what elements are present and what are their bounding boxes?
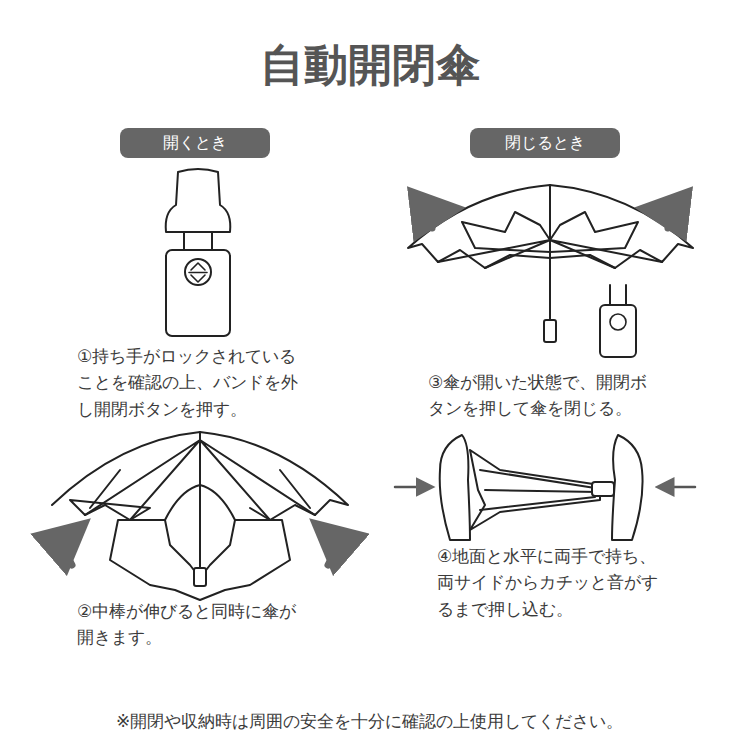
step-text: ②中棒が伸びると同時に傘が開きます。: [77, 598, 301, 651]
step-text: ④地面と水平に両手で持ち、両サイドからカチッと音がするまで押し込む。: [437, 543, 661, 622]
pill-label: 開くとき: [163, 133, 227, 154]
umbrella-open: [52, 432, 348, 600]
step-text: ③傘が開いた状態で、開閉ボタンを押して傘を閉じる。: [428, 369, 652, 422]
section-pill: 閉じるとき: [470, 128, 620, 158]
footnote: ※開閉や収納時は周囲の安全を十分に確認の上使用してください。: [116, 710, 623, 733]
diagram-title: 自動開閉傘: [260, 36, 480, 95]
umbrella-push: [395, 435, 695, 540]
umbrella-closing: [408, 185, 693, 357]
handle-closed: [166, 169, 231, 336]
section-pill: 開くとき: [120, 128, 270, 158]
step-text: ①持ち手がロックされていることを確認の上、バンドを外し開閉ボタンを押す。: [77, 343, 301, 422]
pill-label: 閉じるとき: [505, 133, 585, 154]
